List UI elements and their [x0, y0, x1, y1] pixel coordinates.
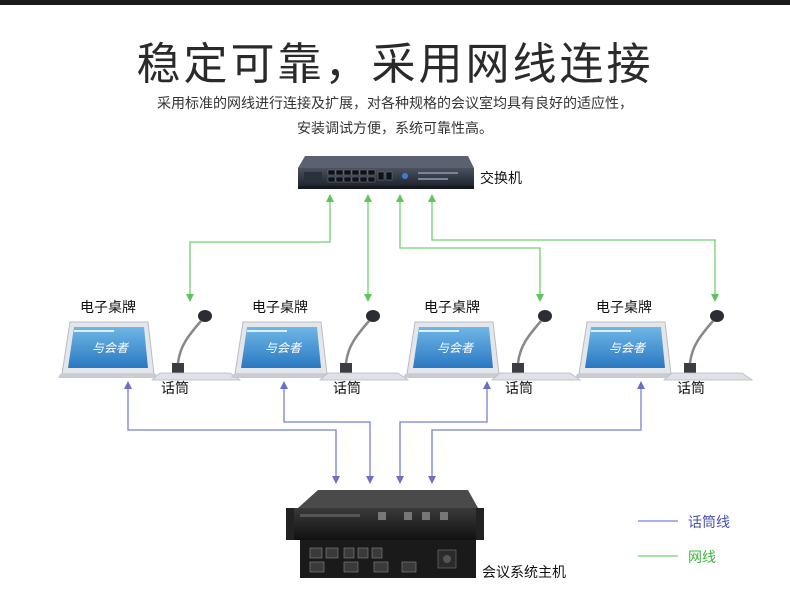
electronic-nameplate — [58, 321, 158, 378]
gooseneck-microphone — [490, 310, 582, 381]
nameplate-label-4: 电子桌牌 — [596, 300, 652, 316]
mic-cables — [124, 381, 645, 484]
nameplate-screen-text-3: 与会者 — [437, 341, 475, 355]
station-3 — [403, 310, 582, 381]
network-cables — [186, 194, 719, 302]
mic-cable-1 — [124, 381, 340, 484]
gooseneck-microphone — [662, 310, 754, 381]
network-cable-3 — [396, 194, 544, 302]
conference-host-unit — [286, 490, 484, 578]
station-2 — [231, 310, 410, 381]
network-cable-4 — [428, 194, 719, 302]
subtitle-line-1: 采用标准的网线进行连接及扩展，对各种规格的会议室均具有良好的适应性， — [157, 96, 633, 112]
host-label: 会议系统主机 — [482, 565, 566, 581]
nameplate-screen-text-2: 与会者 — [265, 341, 303, 355]
nameplate-label-2: 电子桌牌 — [252, 300, 308, 316]
gooseneck-microphone — [150, 310, 242, 381]
network-cable-1 — [186, 194, 334, 302]
mic-cable-4 — [428, 381, 645, 484]
nameplate-label-3: 电子桌牌 — [424, 300, 480, 316]
switch-label: 交换机 — [480, 171, 522, 187]
legend-network-cable-label: 网线 — [688, 550, 716, 566]
mic-label-4: 话筒 — [677, 381, 705, 397]
nameplate-screen-text-4: 与会者 — [609, 341, 647, 355]
top-bar — [0, 0, 790, 5]
subtitle-line-2: 安装调试方便，系统可靠性高。 — [297, 121, 493, 137]
electronic-nameplate — [575, 321, 675, 378]
mic-cable-2 — [280, 381, 374, 484]
electronic-nameplate — [403, 321, 503, 378]
gooseneck-microphone — [318, 310, 410, 381]
mic-label-1: 话筒 — [161, 381, 189, 397]
mic-label-2: 话筒 — [333, 381, 361, 397]
station-1 — [58, 310, 242, 381]
nameplate-screen-text-1: 与会者 — [92, 341, 130, 355]
electronic-nameplate — [231, 321, 331, 378]
legend-mic-cable-label: 话筒线 — [688, 515, 730, 531]
page-title: 稳定可靠，采用网线连接 — [136, 39, 654, 90]
mic-cable-3 — [396, 381, 491, 484]
mic-label-3: 话筒 — [505, 381, 533, 397]
network-switch — [298, 156, 474, 189]
nameplate-label-1: 电子桌牌 — [80, 300, 136, 316]
station-4 — [575, 310, 754, 381]
